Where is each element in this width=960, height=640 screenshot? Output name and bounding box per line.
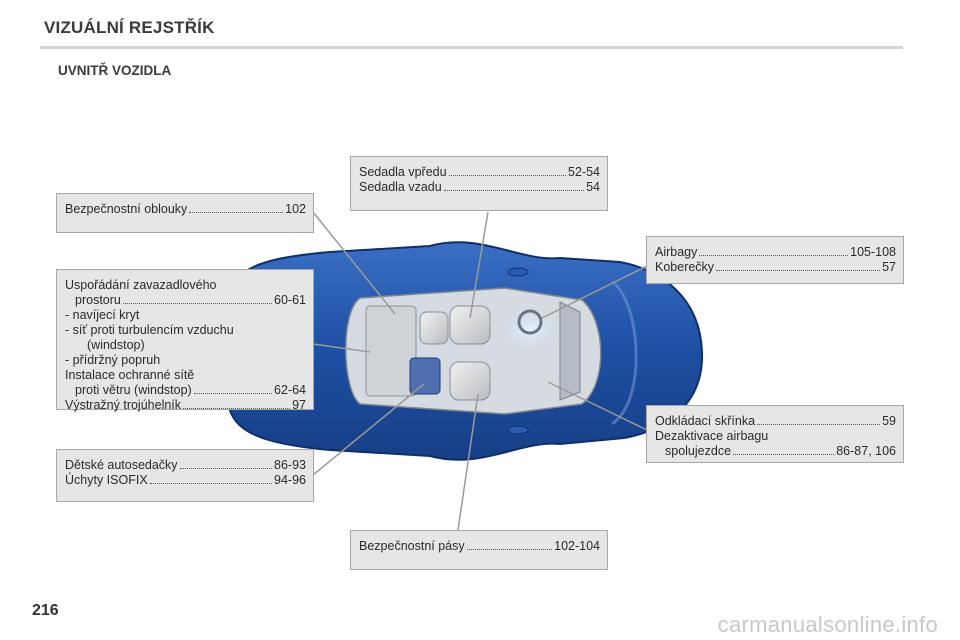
luggage-layout-label: prostoru [75,293,121,307]
seatbelts-box: Bezpečnostní pásy 102-104 [350,530,608,570]
warning-triangle-row[interactable]: Výstražný trojúhelník 97 [65,398,306,413]
airbag-glow [502,310,558,350]
roll-bars-label: Bezpečnostní oblouky [65,202,188,216]
front-seats-label: Sedadla vpředu [359,165,447,179]
seatbelts-label: Bezpečnostní pásy [359,539,465,553]
rear-seats-page: 54 [586,180,600,194]
rear-seats-label: Sedadla vzadu [359,180,442,194]
child-seats-row[interactable]: Dětské autosedačky 86-93 [65,458,306,473]
leader-line-roll-bars [312,211,396,315]
dot-leader [179,468,273,469]
roll-bars-page: 102 [285,202,306,216]
leader-line-child-seats [312,383,425,476]
luggage-layout-page: 60-61 [274,293,306,307]
glovebox-label: Odkládací skřínka [655,414,756,428]
glovebox-row[interactable]: Odkládací skřínka 59 [655,414,896,429]
mats-row[interactable]: Koberečky 57 [655,260,896,275]
dot-leader [699,255,849,256]
leader-line-seatbelts [457,393,479,531]
dot-leader [448,175,567,176]
mats-label: Koberečky [655,260,715,274]
isofix-label: Úchyty ISOFIX [65,473,148,487]
dashboard [559,301,581,401]
airbag-deactivation-label: spolujezdce [665,444,732,458]
luggage-box: Uspořádání zavazadlového prostoru 60-61 … [56,269,314,413]
child-seats-page: 86-93 [274,458,306,472]
leader-lines [312,211,648,531]
dot-leader [716,270,881,271]
child-seats-box: Dětské autosedačky 86-93 Úchyty ISOFIX 9… [56,449,314,502]
airbags-box: Airbagy 105-108 Koberečky 57 [646,236,904,284]
windstop-install-label: proti větru (windstop) [75,383,192,397]
isofix-page: 94-96 [274,473,306,487]
luggage-item-cover: - navíjecí kryt [65,308,140,322]
front-seats [419,305,491,401]
page-number: 216 [32,602,59,619]
leader-line-seats [469,211,489,319]
warning-triangle-label: Výstražný trojúhelník [65,398,182,412]
leader-line-glovebox [547,381,648,431]
dot-leader [183,408,291,409]
seats-box: Sedadla vpředu 52-54 Sedadla vzadu 54 [350,156,608,211]
dot-leader [189,212,284,213]
dot-leader [757,424,881,425]
luggage-heading: Uspořádání zavazadlového [65,278,217,292]
header-divider [40,46,903,49]
rear-seats-row[interactable]: Sedadla vzadu 54 [359,180,600,195]
luggage-item-windstop-note: (windstop) [87,338,145,352]
luggage-compartment [365,305,417,397]
luggage-layout-row[interactable]: prostoru 60-61 [65,293,306,308]
seatbelts-page: 102-104 [554,539,600,553]
airbags-page: 105-108 [850,245,896,259]
front-seats-row[interactable]: Sedadla vpředu 52-54 [359,165,600,180]
dot-leader [149,483,273,484]
front-seats-page: 52-54 [568,165,600,179]
windstop-install-row[interactable]: proti větru (windstop) 62-64 [65,383,306,398]
airbags-label: Airbagy [655,245,698,259]
dot-leader [443,190,585,191]
roll-bars-row[interactable]: Bezpečnostní oblouky 102 [65,202,306,217]
child-seats-label: Dětské autosedačky [65,458,178,472]
leader-line-airbags [541,265,648,319]
dot-leader [733,454,835,455]
glovebox-page: 59 [882,414,896,428]
steering-wheel-icon [517,309,543,335]
dot-leader [193,393,273,394]
airbags-row[interactable]: Airbagy 105-108 [655,245,896,260]
child-seat-icon [409,357,441,395]
windstop-install-page: 62-64 [274,383,306,397]
airbag-deactivation-page: 86-87, 106 [836,444,896,458]
glovebox-box: Odkládací skřínka 59 Dezaktivace airbagu… [646,405,904,463]
luggage-item-windstop: - síť proti turbulencím vzduchu [65,323,234,337]
airbag-deactivation-row[interactable]: spolujezdce 86-87, 106 [655,444,896,459]
watermark-text: carmanualsonline.info [717,612,938,637]
leader-line-luggage [312,343,371,353]
luggage-item-strap: - přídržný popruh [65,353,161,367]
windstop-install-heading: Instalace ochranné sítě [65,368,195,382]
mats-page: 57 [882,260,896,274]
isofix-row[interactable]: Úchyty ISOFIX 94-96 [65,473,306,488]
dot-leader [122,303,273,304]
seatbelts-row[interactable]: Bezpečnostní pásy 102-104 [359,539,600,554]
dot-leader [466,549,553,550]
roll-bars-box: Bezpečnostní oblouky 102 [56,193,314,233]
section-title: UVNITŘ VOZIDLA [58,63,172,78]
page-header-title: VIZUÁLNÍ REJSTŘÍK [44,18,215,37]
warning-triangle-page: 97 [292,398,306,412]
airbag-deactivation-heading: Dezaktivace airbagu [655,429,769,443]
